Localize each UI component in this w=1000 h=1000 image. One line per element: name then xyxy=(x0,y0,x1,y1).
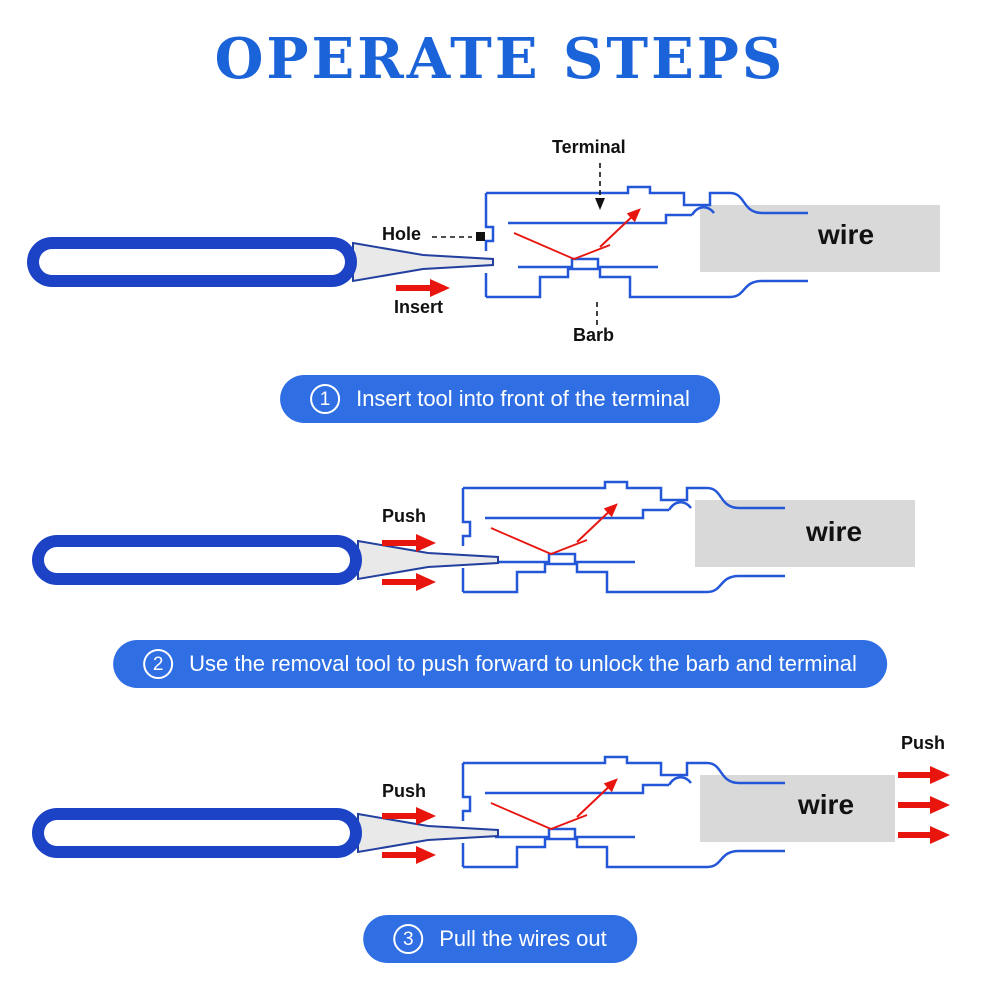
wire-body xyxy=(700,775,895,842)
removal-tool xyxy=(26,236,494,288)
wire-label: wire xyxy=(818,219,875,250)
step-1-diagram xyxy=(26,163,940,325)
push-left-label: Push xyxy=(382,781,427,801)
step-2-banner: 2 Use the removal tool to push forward t… xyxy=(113,640,887,688)
step-3-section: Push Push wire 3 Pull the wires out xyxy=(0,725,1000,1000)
push-right-label: Push xyxy=(901,733,946,753)
step-1-banner: 1 Insert tool into front of the terminal xyxy=(280,375,720,423)
step-text: Insert tool into front of the terminal xyxy=(356,386,690,411)
step-number-badge: 2 xyxy=(143,649,174,679)
step-2-diagram xyxy=(31,470,915,640)
step-number-badge: 1 xyxy=(310,384,341,414)
step-1-section: Terminal Hole Insert Barb wire 1 Insert … xyxy=(0,125,1000,425)
wire-body xyxy=(695,500,915,567)
step-text: Pull the wires out xyxy=(439,926,607,951)
wire-body xyxy=(700,205,940,272)
page-title: OPERATE STEPS xyxy=(214,26,786,92)
push-label: Push xyxy=(382,506,427,526)
step-2-section: Push wire 2 Use the removal tool to push… xyxy=(0,470,1000,700)
step-number-badge: 3 xyxy=(393,924,424,954)
step-3-banner: 3 Pull the wires out xyxy=(363,915,637,963)
hole-marker xyxy=(476,232,485,241)
wire-label: wire xyxy=(806,516,863,547)
wire-label: wire xyxy=(798,789,855,820)
terminal-label: Terminal xyxy=(552,137,626,157)
barb-label: Barb xyxy=(573,325,615,345)
insert-label: Insert xyxy=(394,297,444,317)
hole-label: Hole xyxy=(382,224,422,244)
step-text: Use the removal tool to push forward to … xyxy=(189,651,857,676)
step-3-diagram xyxy=(31,725,950,905)
